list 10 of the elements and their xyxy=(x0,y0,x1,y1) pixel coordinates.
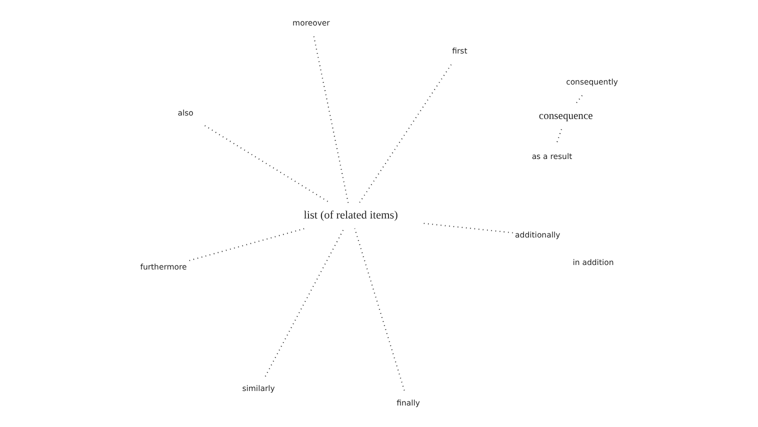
node-text: consequence xyxy=(538,110,593,122)
connector xyxy=(556,129,562,144)
connector xyxy=(575,95,583,104)
connector xyxy=(189,228,306,262)
connector xyxy=(354,228,405,391)
connector xyxy=(264,228,345,377)
connector xyxy=(358,64,452,204)
node-text: list (of related items) xyxy=(304,209,398,222)
connector xyxy=(204,125,330,204)
connector xyxy=(313,36,349,203)
